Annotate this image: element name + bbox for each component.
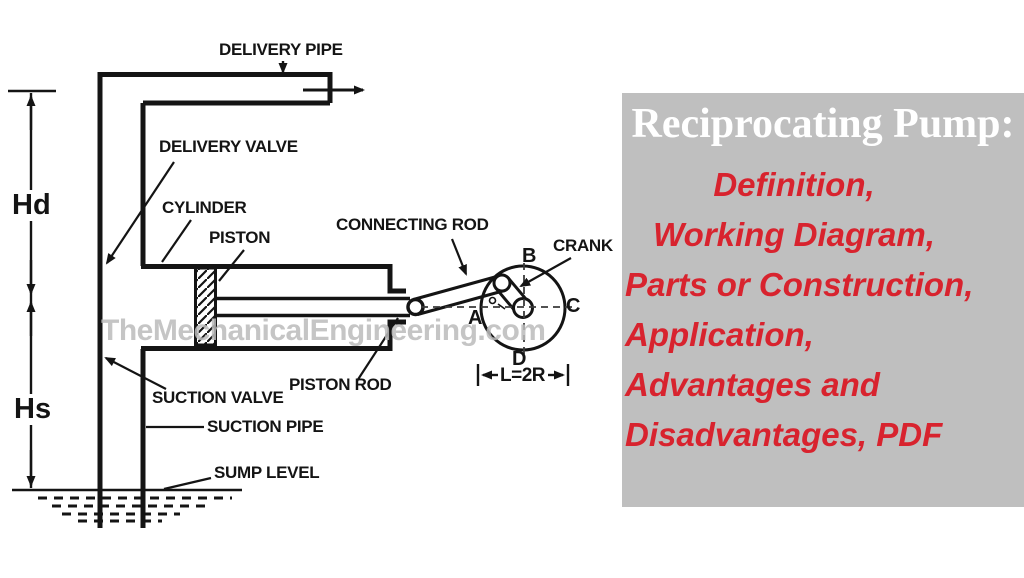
label-suction-pipe: SUCTION PIPE [207, 417, 324, 436]
panel-line-disadvantages: Disadvantages, PDF [625, 416, 943, 453]
label-stroke-length: L=2R [500, 365, 546, 386]
crank-point-b: B [522, 245, 537, 267]
label-piston: PISTON [209, 228, 271, 247]
title-panel: Reciprocating Pump: Definition, Working … [622, 93, 1024, 507]
head-dimension-lines [8, 89, 56, 488]
panel-line-parts: Parts or Construction, [625, 266, 974, 303]
theta-angle-marker-icon [488, 296, 506, 310]
panel-subtitle-lines: Definition, Working Diagram, Parts or Co… [622, 160, 1024, 460]
label-delivery-valve: DELIVERY VALVE [159, 137, 298, 156]
label-sump-level: SUMP LEVEL [214, 463, 320, 482]
stroke-dimension-lines [476, 364, 570, 386]
flow-arrows [278, 61, 365, 95]
panel-line-advantages: Advantages and [625, 366, 880, 403]
crank-point-c: C [566, 295, 581, 317]
cylinder-outline [141, 264, 406, 351]
panel-title: Reciprocating Pump: [631, 101, 1015, 147]
connecting-rod-shape [413, 274, 505, 316]
label-cylinder: CYLINDER [162, 198, 247, 217]
leader-lines [104, 161, 572, 491]
crank-point-a: A [468, 307, 483, 329]
piston-rod-shape [216, 296, 425, 318]
watermark-text: TheMechanicalEngineering.com [101, 314, 546, 347]
label-piston-rod: PISTON ROD [289, 375, 392, 394]
panel-line-working: Working Diagram, [653, 216, 935, 253]
panel-line-definition: Definition, [713, 166, 875, 203]
crank-shape [479, 264, 567, 352]
crank-point-d: D [512, 348, 527, 370]
panel-line-application: Application, [625, 316, 814, 353]
sump-water [12, 488, 242, 523]
piston-shape [194, 266, 217, 347]
label-suction-valve: SUCTION VALVE [152, 388, 284, 407]
label-delivery-pipe: DELIVERY PIPE [219, 40, 343, 59]
label-suction-head: Hs [11, 394, 55, 425]
pipe-walls [97, 72, 333, 528]
label-delivery-head: Hd [9, 190, 54, 221]
label-connecting-rod: CONNECTING ROD [336, 215, 489, 234]
label-crank: CRANK [553, 236, 613, 255]
